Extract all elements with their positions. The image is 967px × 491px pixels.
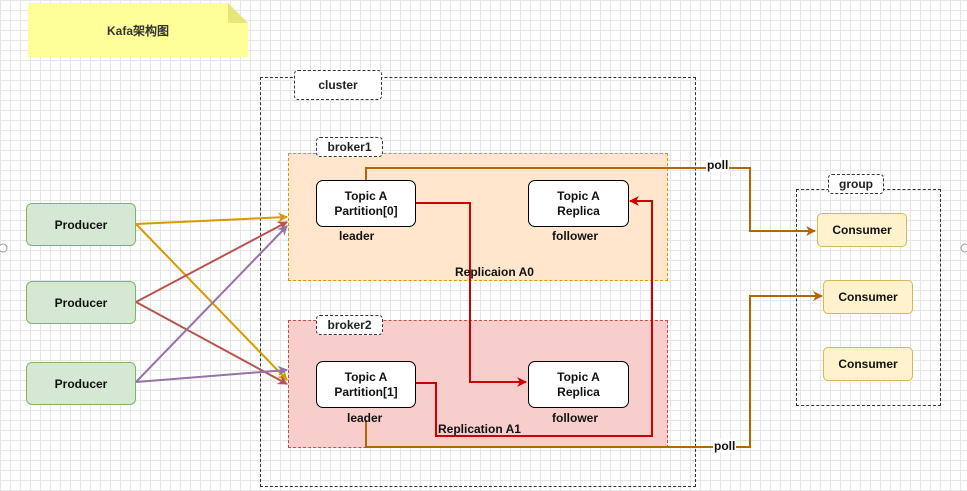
- broker1-partition-line2: Partition[0]: [334, 203, 398, 218]
- broker1-partition-line1: Topic A: [344, 188, 388, 203]
- broker2-partition-node[interactable]: Topic A Partition[1]: [316, 361, 416, 408]
- consumer-node-1[interactable]: Consumer: [817, 213, 907, 247]
- title-note: Kafa架构图: [28, 3, 248, 57]
- cluster-container: [260, 77, 696, 487]
- poll-label-bottom: poll: [713, 439, 737, 453]
- broker2-replica-line1: Topic A: [557, 369, 600, 384]
- replication-a0-label: Replicaion A0: [455, 265, 534, 279]
- edge-poll-broker1-consumer1: [365, 167, 816, 236]
- cluster-label: cluster: [294, 70, 382, 100]
- broker1-replica-line2: Replica: [557, 203, 600, 218]
- edge-replication-a1: [416, 196, 653, 437]
- broker2-replica-node[interactable]: Topic A Replica: [528, 361, 629, 408]
- edge-producer3-broker2: [135, 365, 288, 383]
- producer-node-1[interactable]: Producer: [26, 203, 136, 246]
- consumer-node-3[interactable]: Consumer: [823, 347, 913, 381]
- poll-label-top: poll: [706, 158, 730, 172]
- broker1-follower-label: follower: [552, 229, 599, 243]
- edge-replication-a0: [416, 202, 527, 387]
- group-label: group: [828, 174, 884, 194]
- replication-a1-label: Replication A1: [438, 422, 521, 436]
- edge-producer3-broker1: [135, 225, 288, 383]
- diagram-title: Kafa架构图: [106, 23, 169, 38]
- note-fold-corner: [228, 3, 248, 23]
- right-scroll-handle[interactable]: [957, 242, 967, 254]
- broker1-replica-line1: Topic A: [557, 188, 600, 203]
- consumer-node-2[interactable]: Consumer: [823, 280, 913, 314]
- broker2-partition-line2: Partition[1]: [334, 384, 398, 399]
- edge-producer1-broker2: [135, 223, 288, 381]
- producer-node-2[interactable]: Producer: [26, 281, 136, 324]
- edge-producer2-broker1: [135, 221, 288, 303]
- broker2-replica-line2: Replica: [557, 384, 600, 399]
- left-scroll-handle[interactable]: [0, 242, 10, 254]
- broker1-partition-node[interactable]: Topic A Partition[0]: [316, 180, 416, 227]
- broker2-leader-label: leader: [347, 411, 383, 425]
- broker1-label: broker1: [316, 137, 383, 157]
- broker1-leader-label: leader: [339, 229, 375, 243]
- edge-poll-broker2-consumer2: [365, 291, 823, 448]
- producer-node-3[interactable]: Producer: [26, 362, 136, 405]
- broker1-replica-node[interactable]: Topic A Replica: [528, 180, 629, 227]
- edge-producer2-broker2: [135, 301, 288, 385]
- edge-producer1-broker1: [135, 212, 288, 225]
- broker2-partition-line1: Topic A: [344, 369, 388, 384]
- broker2-follower-label: follower: [552, 411, 599, 425]
- broker2-label: broker2: [316, 315, 383, 335]
